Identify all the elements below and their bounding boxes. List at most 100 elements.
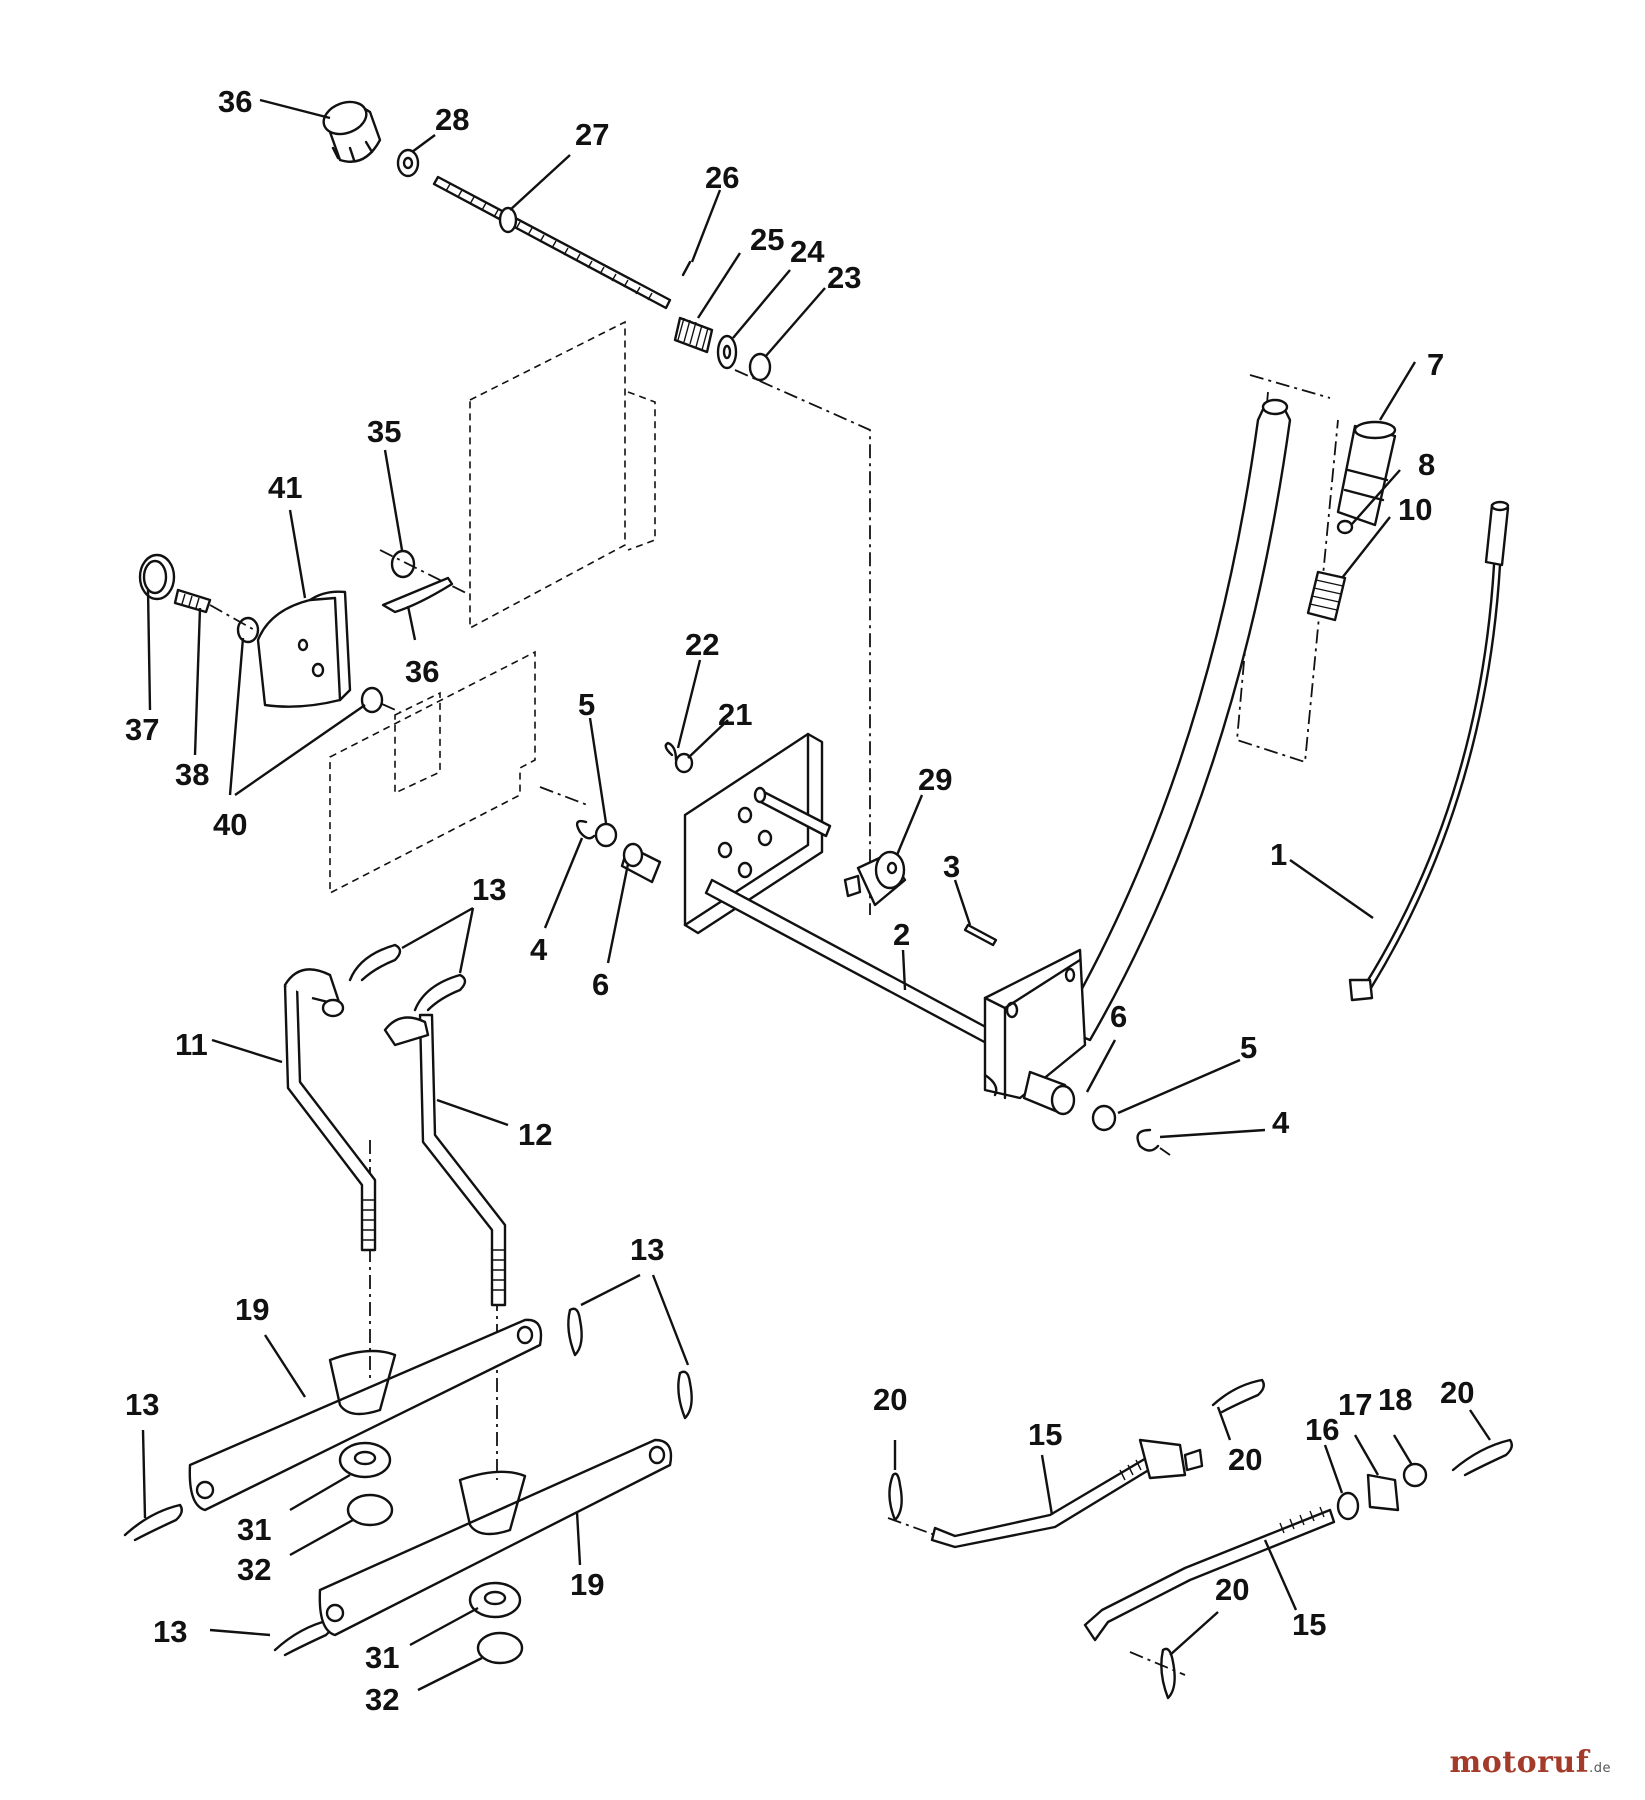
- rod-15-lower: [1083, 1506, 1336, 1642]
- e-ring-4-right: [1136, 1128, 1160, 1152]
- washer-24: [716, 334, 738, 370]
- spring-25: [673, 316, 714, 354]
- label-7: 7: [1427, 347, 1444, 382]
- label-27: 27: [575, 117, 609, 152]
- washer-16: [1336, 1491, 1360, 1521]
- clip-13a: [348, 943, 402, 982]
- spring-10: [1306, 570, 1347, 622]
- label-25: 25: [750, 222, 784, 257]
- label-31-lower: 31: [365, 1640, 399, 1675]
- bushing-6-left: [620, 842, 662, 884]
- bolt-38: [173, 588, 212, 614]
- label-4-left: 4: [530, 932, 548, 967]
- nut-28-hole: [402, 156, 414, 170]
- rod-1: [1348, 500, 1510, 1002]
- label-32-lower: 32: [365, 1682, 399, 1717]
- washer-21: [674, 752, 694, 774]
- clip-36: [381, 576, 454, 614]
- label-35: 35: [367, 414, 401, 449]
- bushing-31b-hole: [483, 1590, 507, 1606]
- label-16: 16: [1305, 1412, 1339, 1447]
- clip-13b: [413, 973, 467, 1012]
- grip-7: [1336, 420, 1397, 527]
- label-40: 40: [213, 807, 247, 842]
- label-20-right: 20: [1440, 1375, 1474, 1410]
- clip-13d: [677, 1370, 693, 1420]
- label-18: 18: [1378, 1382, 1412, 1417]
- label-36: 36: [405, 654, 439, 689]
- alignment-lines: [369, 369, 1339, 1676]
- lift-arm-19-upper: [188, 1318, 543, 1512]
- label-23: 23: [827, 260, 861, 295]
- threaded-rod-27: [432, 175, 672, 310]
- label-13-bottom: 13: [153, 1614, 187, 1649]
- label-30: 29: [918, 762, 952, 797]
- block-17: [1366, 1473, 1400, 1512]
- watermark-suffix: .de: [1589, 1761, 1611, 1776]
- label-28: 28: [435, 102, 469, 137]
- clip-20d: [1160, 1647, 1176, 1700]
- label-12: 12: [518, 1117, 552, 1152]
- clip-13c: [567, 1307, 583, 1357]
- label-15-upper: 15: [1028, 1417, 1062, 1452]
- label-6-right: 6: [1110, 999, 1127, 1034]
- label-29: 36: [218, 84, 252, 119]
- label-6-left: 6: [592, 967, 609, 1002]
- label-31-upper: 31: [237, 1512, 271, 1547]
- label-26: 26: [705, 160, 739, 195]
- ring-37: [138, 553, 176, 601]
- label-5-right: 5: [1240, 1030, 1257, 1065]
- bracket-41: [256, 590, 352, 708]
- watermark-brand: motoruf: [1449, 1745, 1590, 1780]
- callout-labels: 36 28 27 26 25 24 23 35 41 36 37 38 40 2…: [125, 84, 1474, 1717]
- label-3: 3: [943, 849, 960, 884]
- label-13-top: 13: [472, 872, 506, 907]
- label-38: 38: [175, 757, 209, 792]
- label-2: 2: [893, 917, 910, 952]
- label-20-left: 20: [873, 1382, 907, 1417]
- label-41: 41: [268, 470, 302, 505]
- e-ring-4-left: [575, 819, 596, 840]
- ring-22: [664, 741, 678, 762]
- label-24: 24: [790, 234, 825, 269]
- label-37: 37: [125, 712, 159, 747]
- label-1: 1: [1270, 837, 1287, 872]
- washer-35: [390, 549, 416, 579]
- label-21: 21: [718, 697, 752, 732]
- label-11: 11: [175, 1027, 208, 1062]
- label-17: 17: [1338, 1387, 1372, 1422]
- label-13-mid: 13: [630, 1232, 664, 1267]
- washer-24-hole: [722, 344, 732, 360]
- nut-23: [748, 352, 772, 382]
- rod-15-upper: [930, 1438, 1204, 1549]
- nut-32a: [346, 1493, 394, 1527]
- label-15-lower: 15: [1292, 1607, 1326, 1642]
- label-22: 22: [685, 627, 719, 662]
- label-13-left: 13: [125, 1387, 159, 1422]
- key-3: [963, 923, 998, 947]
- washer-40b: [360, 686, 384, 714]
- label-19-upper: 19: [235, 1292, 269, 1327]
- nut-28: [396, 148, 420, 178]
- nut-18: [1402, 1462, 1428, 1488]
- lift-arm-19-lower: [318, 1438, 673, 1637]
- washer-5-right: [1091, 1104, 1117, 1132]
- label-8: 8: [1418, 447, 1435, 482]
- clip-13e: [123, 1503, 183, 1542]
- frame-bracket-outline: [329, 320, 656, 895]
- collar-30: [843, 850, 907, 907]
- lever-arm: [983, 398, 1292, 1100]
- link-12: [383, 1013, 507, 1307]
- clip-20a: [888, 1472, 903, 1522]
- label-4-right: 4: [1272, 1105, 1290, 1140]
- bushing-31a-hole: [353, 1450, 377, 1466]
- label-19-lower: 19: [570, 1567, 604, 1602]
- clip-20b: [1211, 1378, 1265, 1414]
- link-11: [283, 968, 377, 1252]
- watermark-logo: motoruf.de: [1449, 1745, 1611, 1780]
- bushing-31a: [338, 1441, 392, 1479]
- label-20-bottom: 20: [1215, 1572, 1249, 1607]
- washer-5-left: [594, 822, 618, 848]
- label-5-left: 5: [578, 687, 595, 722]
